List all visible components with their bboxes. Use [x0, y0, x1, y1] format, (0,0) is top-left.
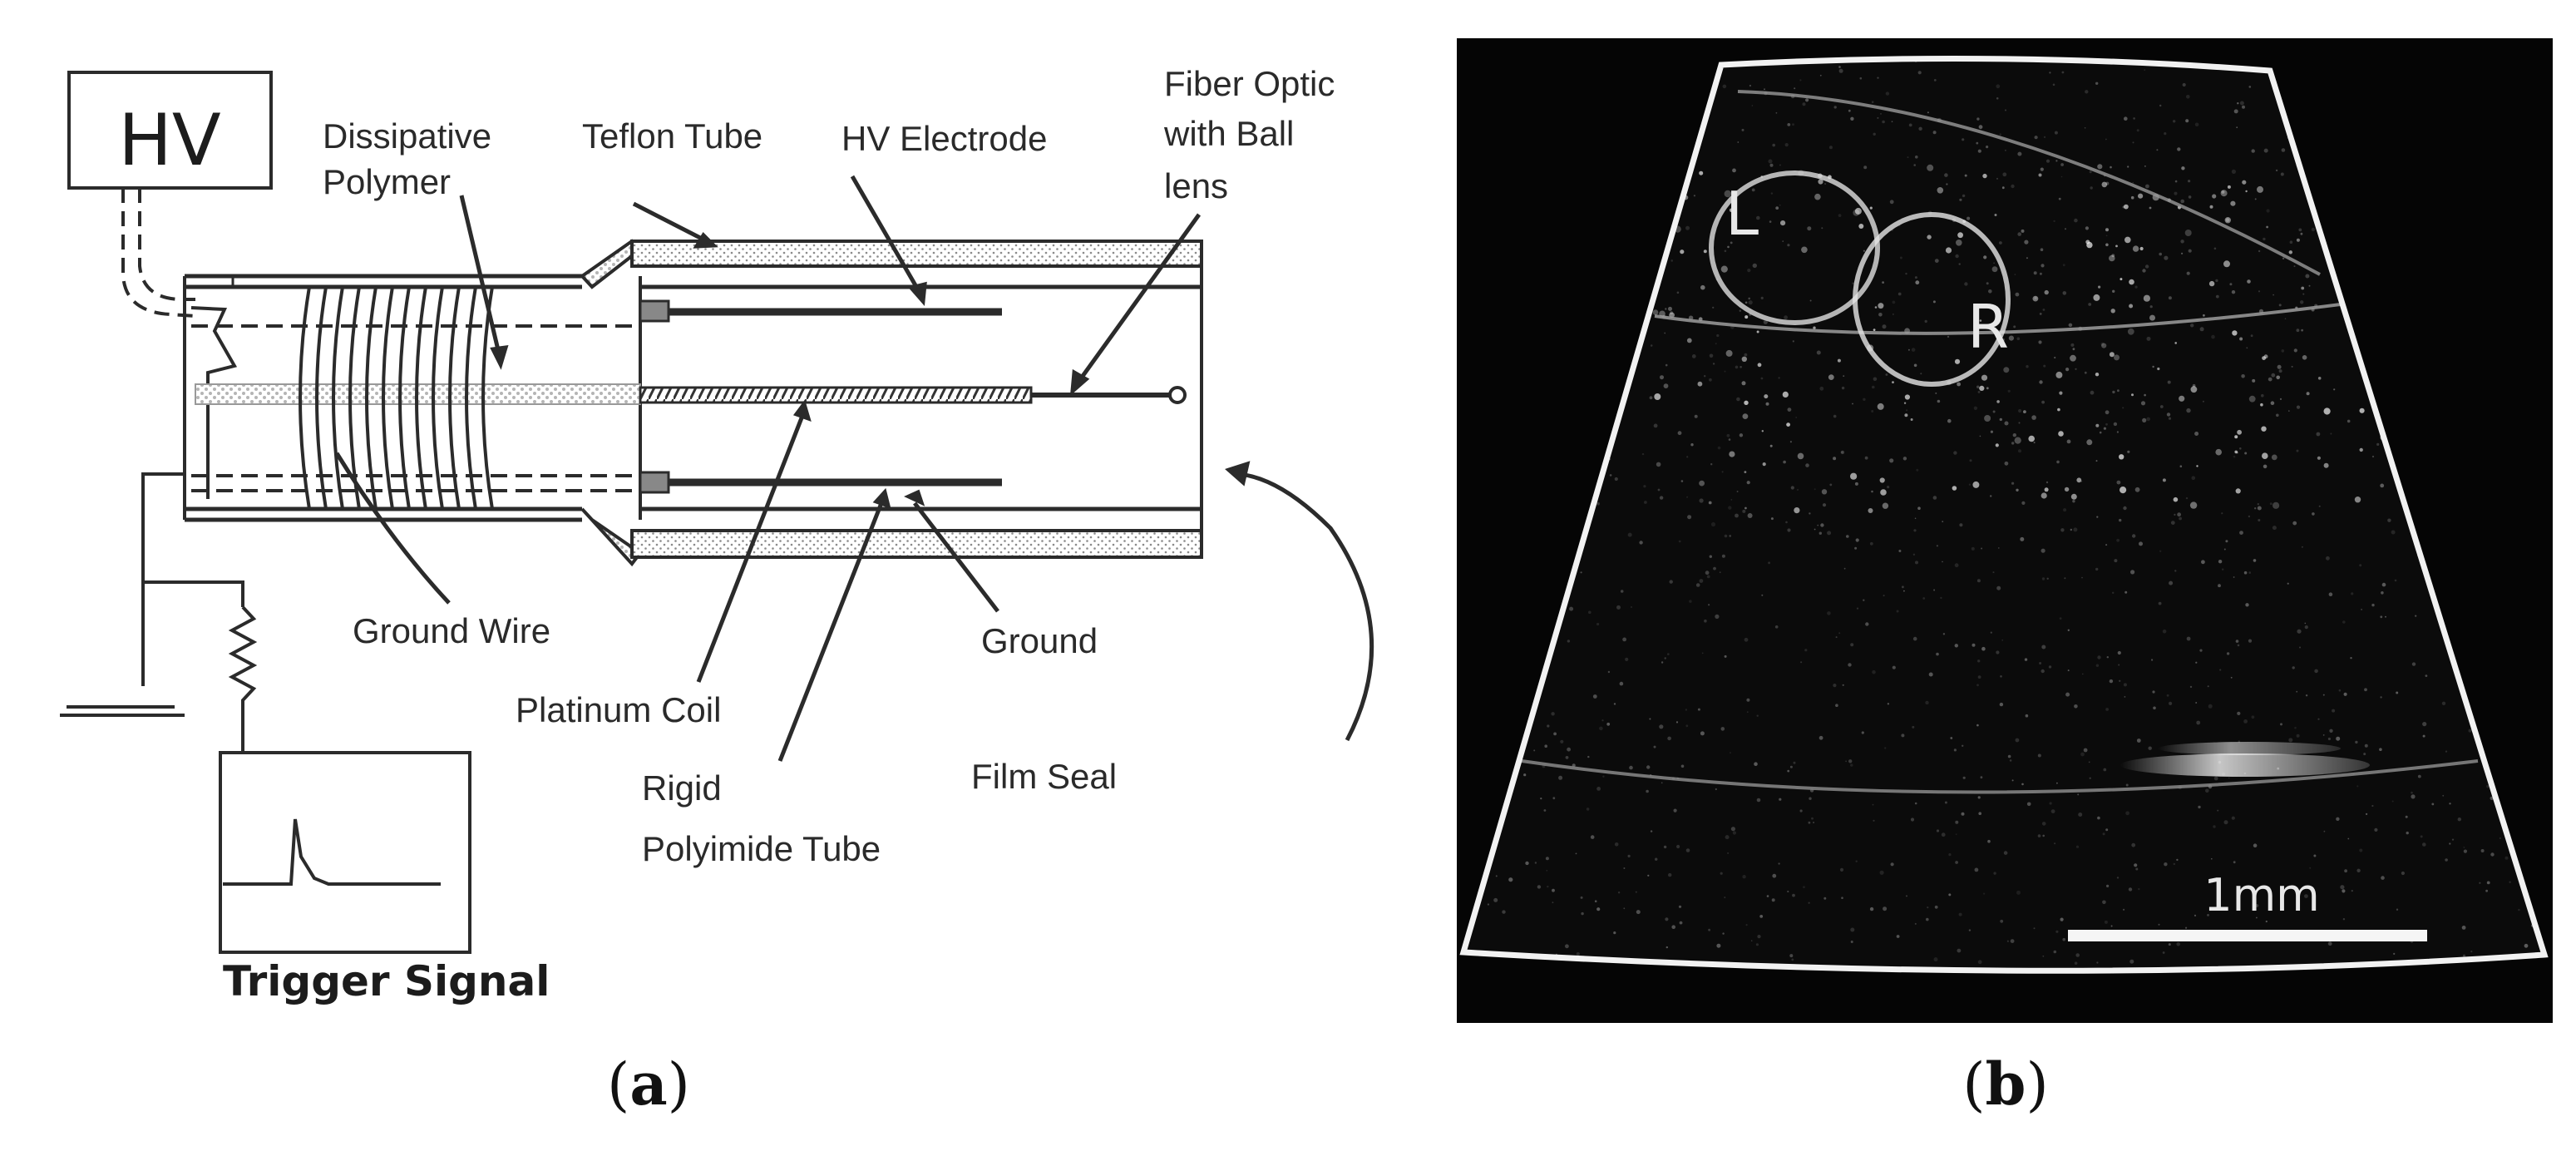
speckle-field [1463, 58, 2544, 971]
hv-electrode-label: HV Electrode [841, 119, 1047, 158]
hv-dashed-leads [121, 188, 196, 318]
rigid-polyimide-label-line1: Rigid [642, 768, 722, 808]
ground-electrode-block [639, 471, 670, 494]
sector-border [1459, 55, 2549, 974]
caption-a: (a) [607, 1050, 690, 1119]
ground-circuit [60, 472, 258, 753]
trigger-signal-label: Trigger Signal [223, 957, 550, 1005]
dissipative-polymer-label-line1: Dissipative [323, 116, 491, 156]
trigger-box [219, 751, 471, 954]
platinum-coil-label: Platinum Coil [516, 690, 721, 729]
film-seal-label: Film Seal [971, 757, 1117, 796]
fiber-optic-label-line2: with Ball [1163, 114, 1294, 153]
panel-a-schematic: HV Dissipative Polymer Teflon Tube HV El… [60, 64, 1374, 1119]
dissipative-polymer-label-line2: Polymer [323, 162, 451, 201]
label-r: R [1967, 292, 2009, 362]
hv-electrode-block [639, 299, 670, 323]
caption-b: (b) [1962, 1050, 2049, 1119]
scale-bar-label: 1mm [2203, 869, 2320, 921]
ground-wire-coil [299, 286, 494, 510]
leader-lines [334, 175, 1374, 762]
teflon-tube-label: Teflon Tube [582, 116, 762, 156]
hv-label: HV [118, 99, 221, 182]
ground-label: Ground [981, 621, 1098, 660]
panel-b-image: L R 1mm (b) [1457, 38, 2553, 1119]
hv-box [67, 71, 273, 190]
platinum-coil [639, 386, 1033, 404]
fiber-optic-label-line1: Fiber Optic [1164, 64, 1335, 103]
ball-lens [1168, 386, 1187, 404]
fiber-optic-label-line3: lens [1164, 166, 1228, 205]
tube-taper [579, 239, 644, 567]
trigger-pulse [223, 818, 441, 886]
scale-bar [2068, 930, 2427, 941]
label-l: L [1725, 179, 1759, 249]
front-tube [630, 240, 1203, 559]
rigid-polyimide-label-line2: Polyimide Tube [642, 829, 881, 868]
inner-dashed-lines [191, 324, 640, 492]
ground-wire-label: Ground Wire [353, 611, 550, 650]
